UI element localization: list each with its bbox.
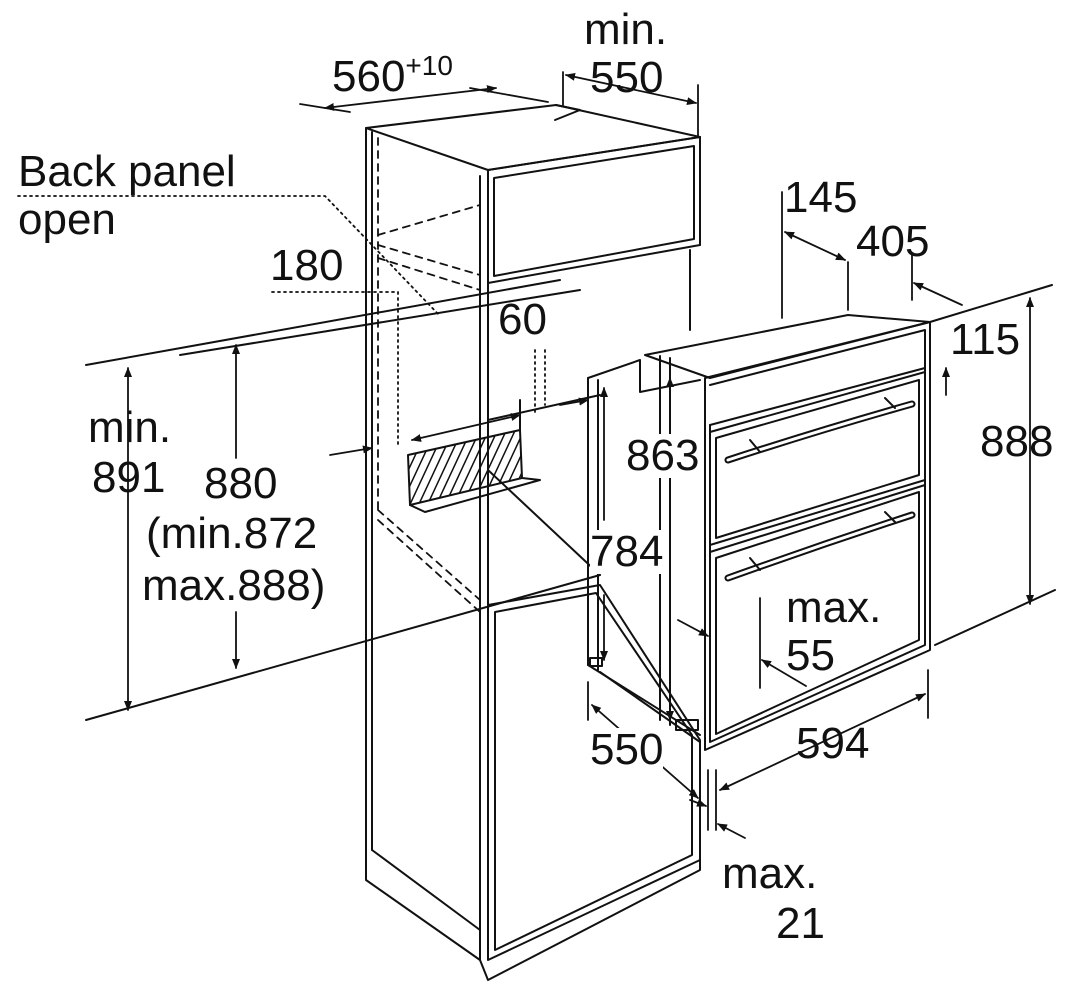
dim-min-550-value: 550: [590, 53, 664, 102]
oven-main-door: [709, 484, 926, 743]
dim-min-891-prefix: min.: [88, 403, 172, 452]
dim-888-label: 888: [980, 417, 1054, 466]
dim-180-label: 180: [270, 241, 344, 290]
dim-560-value: 560: [332, 52, 406, 101]
dim-min-550-prefix: min.: [584, 5, 668, 54]
cabinet: [365, 104, 701, 981]
back-panel-label-line1: Back panel: [18, 147, 236, 196]
dim-145-label: 145: [784, 173, 858, 222]
dim-115-label: 115: [950, 315, 1021, 364]
dim-405-label: 405: [856, 217, 930, 266]
dim-min-891-value: 891: [92, 453, 166, 502]
dim-784-label: 784: [590, 527, 664, 576]
dim-max-55-prefix: max.: [786, 583, 882, 632]
upper-panel: [487, 136, 701, 284]
dim-max-55-value: 55: [786, 631, 835, 680]
dim-560-tolerance: +10: [405, 50, 453, 81]
dim-863-label: 863: [626, 431, 700, 480]
dim-max-21-prefix: max.: [722, 849, 818, 898]
dim-560-label: 560+10: [332, 52, 453, 99]
interior-recess: [407, 394, 601, 576]
cabinet-interior-dashed: [377, 137, 481, 613]
dim-880-max: max.888): [142, 561, 326, 610]
reference-lines: [85, 279, 1056, 721]
dim-880-value: 880: [204, 459, 278, 508]
back-panel-label-line2: open: [18, 195, 116, 244]
dimension-arrows: [124, 71, 1034, 839]
cabinet-top: [365, 104, 701, 171]
dim-max-21-value: 21: [776, 899, 825, 948]
oven-front: [704, 321, 931, 751]
leader-lines: [17, 195, 546, 449]
dim-550-bottom-label: 550: [590, 725, 664, 774]
dim-594-label: 594: [796, 719, 870, 768]
dim-880-min: (min.872: [146, 509, 318, 558]
dim-60-label: 60: [498, 295, 547, 344]
